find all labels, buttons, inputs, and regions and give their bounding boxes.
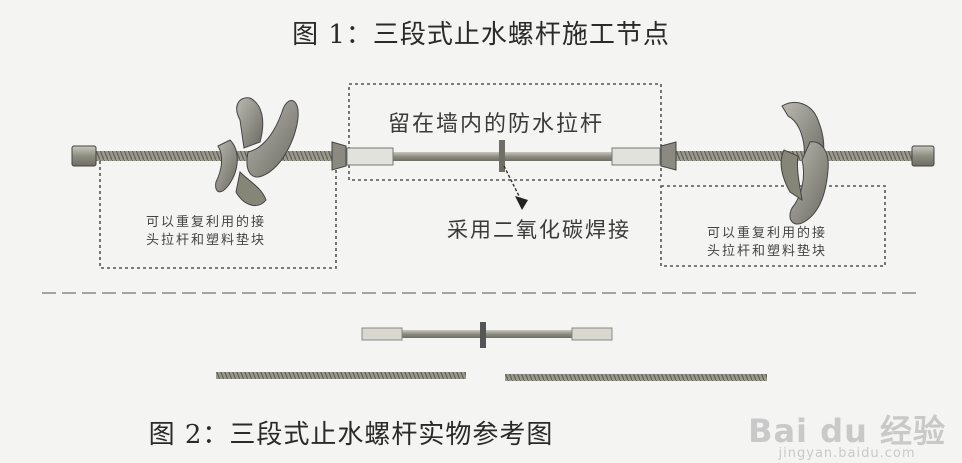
right-butterfly-clamp [780, 102, 829, 225]
real-center-rod [361, 322, 613, 348]
watermark-logo: Bai du 经验 [748, 412, 946, 450]
left-label-line-2: 头拉杆和塑料垫块 [146, 233, 267, 248]
weld-arrow-line [503, 165, 521, 199]
water-stop-plate [499, 140, 505, 172]
right-reusable-label: 可以重复利用的接 头拉杆和塑料垫块 [707, 225, 827, 261]
right-sleeve [611, 147, 661, 166]
left-threaded-rod [95, 151, 335, 161]
left-dashed-box [99, 159, 337, 269]
figure-1-caption: 图 1：三段式止水螺杆施工节点 [292, 20, 670, 50]
right-plastic-spacer [660, 141, 677, 171]
left-sleeve [346, 147, 394, 166]
center-dashed-box [348, 83, 662, 181]
left-butterfly-clamp [215, 97, 299, 207]
left-label-line-1: 可以重复利用的接 [146, 215, 267, 230]
left-reusable-label: 可以重复利用的接 头拉杆和塑料垫块 [146, 214, 266, 250]
real-left-threaded-rod [216, 372, 466, 379]
right-label-line-2: 头拉杆和塑料垫块 [707, 244, 828, 259]
center-rod-label: 留在墙内的防水拉杆 [388, 112, 605, 137]
real-right-threaded-rod [505, 374, 767, 381]
left-plastic-spacer [331, 141, 347, 171]
weld-label: 采用二氧化碳焊接 [447, 218, 631, 242]
left-end-nut [71, 145, 97, 167]
baidu-watermark: Bai du 经验 jingyan.baidu.com [748, 406, 946, 461]
watermark-url: jingyan.baidu.com [778, 446, 916, 461]
right-label-line-1: 可以重复利用的接 [707, 226, 828, 241]
weld-arrow-head [515, 196, 528, 210]
right-dashed-box [660, 185, 886, 267]
figure-2-caption: 图 2：三段式止水螺杆实物参考图 [148, 420, 554, 450]
right-end-nut [911, 145, 935, 167]
